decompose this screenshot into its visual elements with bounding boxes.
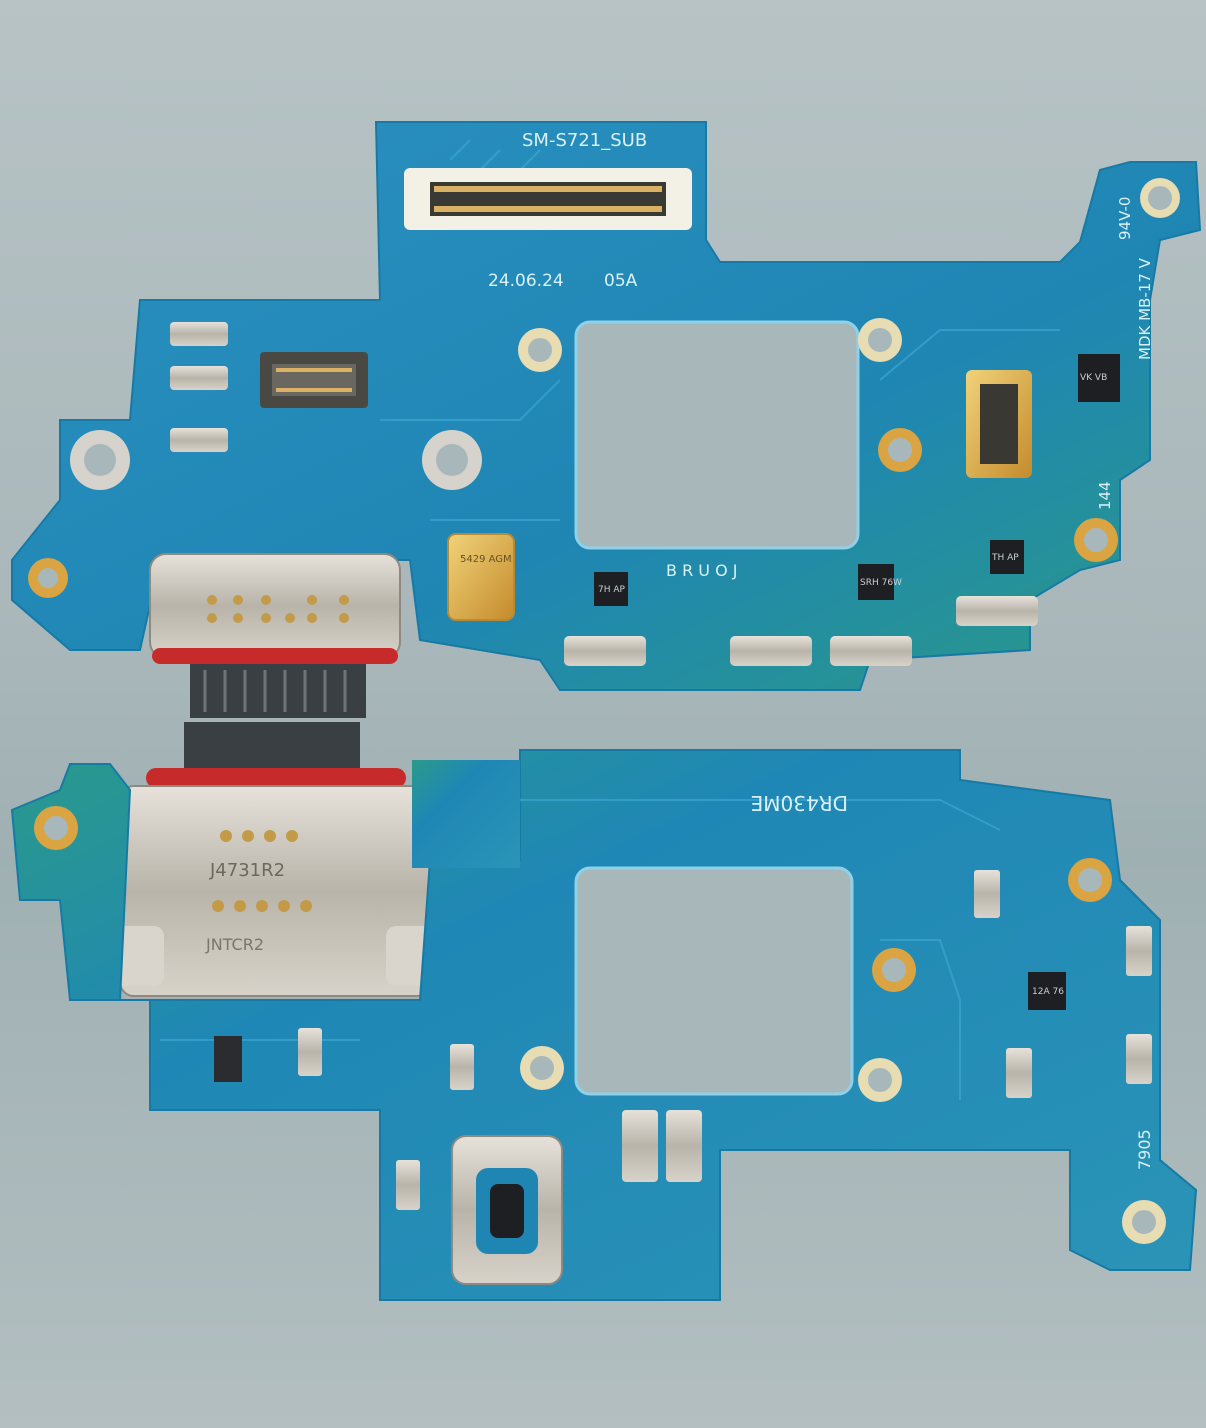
usb-c-top-flex — [190, 664, 366, 718]
board-side-label-3: 144 — [1096, 481, 1114, 510]
top-small-connector — [260, 352, 368, 408]
microphone-shield — [451, 1135, 563, 1285]
top-mounting-holes — [28, 178, 1180, 598]
bottom-board-window — [574, 866, 854, 1096]
crystal-component: 5429 AGM — [447, 533, 515, 621]
top-board: SM-S721_SUB 24.06.24 05A B R U O J MDK M… — [11, 121, 1202, 691]
board-part-label: DR430ME — [751, 791, 848, 815]
usb-c-bottom-gasket — [146, 768, 406, 788]
connector-label-1: J4731R2 — [209, 860, 285, 881]
usb-c-top-flex-lines — [203, 670, 347, 712]
fpc-connector — [404, 168, 692, 230]
top-side-connector — [966, 370, 1032, 478]
ic-label-3: TH AP — [991, 553, 1019, 563]
bottom-spring-contacts — [298, 870, 1152, 1210]
ic-label-2: SRH 76W — [860, 578, 902, 588]
board-date-label: 24.06.24 — [488, 271, 564, 291]
bottom-ic: 12A 76 — [214, 972, 1066, 1082]
usb-c-top-gasket — [152, 648, 398, 664]
connector-label-2: JNTCR2 — [205, 935, 264, 954]
ic-label-4: VK VB — [1080, 373, 1107, 383]
bottom-mounting-holes — [34, 806, 1166, 1244]
board-pin-label: B R U O J — [666, 561, 737, 580]
usb-c-top-pins — [207, 595, 349, 623]
top-board-traces — [380, 139, 1060, 521]
usb-c-bottom-flex — [184, 722, 360, 768]
top-spring-contacts — [170, 322, 1038, 666]
board-model-label: SM-S721_SUB — [522, 130, 647, 151]
crystal-label: 5429 AGM — [460, 554, 512, 565]
ic-label-1: 7H AP — [598, 585, 626, 595]
bottom-ic-label: 12A 76 — [1032, 987, 1064, 997]
board-code-label: 7905 — [1135, 1129, 1154, 1170]
board-revision-label: 05A — [604, 271, 638, 291]
bottom-board-traces — [160, 799, 1001, 1100]
usb-c-bottom-pins — [212, 830, 312, 912]
usb-c-port-top — [149, 553, 401, 718]
bottom-board: DR430ME 7905 — [10, 749, 1198, 1301]
top-board-window — [574, 320, 860, 550]
top-ics: 7H AP SRH 76W TH AP VK VB — [594, 354, 1120, 606]
board-side-label-1: MDK MB-17 V — [1136, 257, 1154, 360]
board-side-label-2: 94V-0 — [1116, 197, 1134, 240]
